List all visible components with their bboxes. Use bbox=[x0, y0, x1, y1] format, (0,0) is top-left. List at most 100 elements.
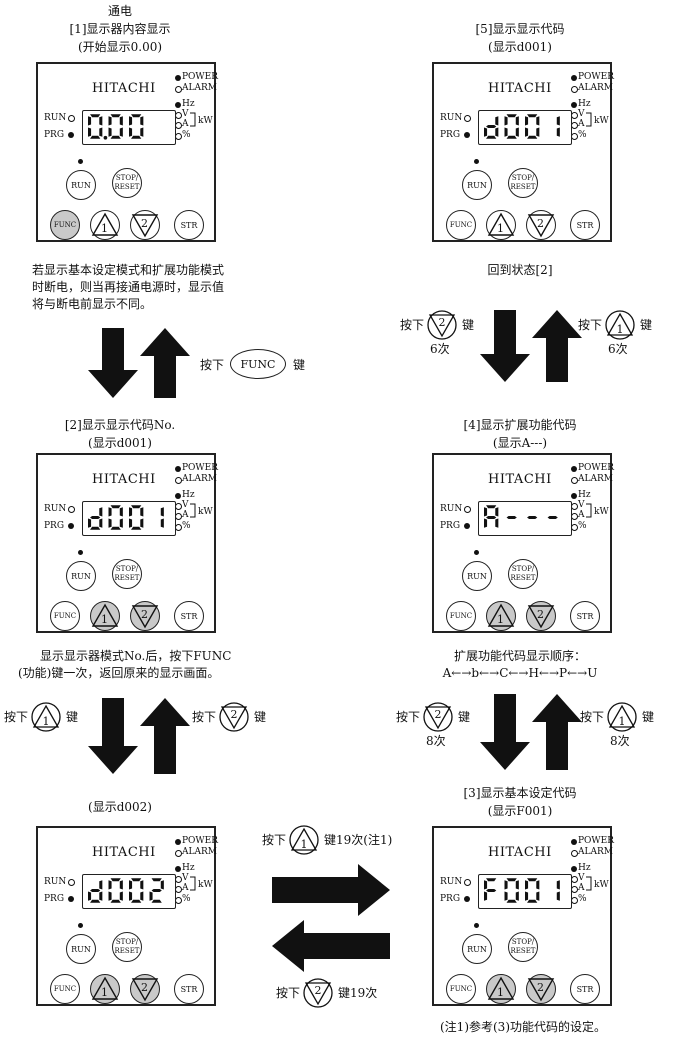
hint-press-func-key: 键 bbox=[293, 358, 306, 372]
panel-state3-down-button[interactable]: 2 bbox=[526, 974, 556, 1004]
panel-state2-v-led bbox=[175, 503, 182, 510]
panel-state3-up-button[interactable]: 1 bbox=[486, 974, 516, 1004]
panel-state4-kw-label: kW bbox=[594, 507, 609, 517]
panel-d002-brand: HITACHI bbox=[92, 845, 156, 860]
panel-state1-pct-led bbox=[175, 133, 182, 140]
panel-state1-a-label: A bbox=[182, 119, 189, 129]
panel-d002-display bbox=[82, 874, 176, 909]
panel-state2-brand: HITACHI bbox=[92, 472, 156, 487]
title-state1-sub: (开始显示0.00) bbox=[77, 40, 163, 54]
panel-state1-v-led bbox=[175, 112, 182, 119]
panel-state1-hz-led bbox=[175, 102, 181, 108]
panel-state2-down-button[interactable]: 2 bbox=[130, 601, 160, 631]
panel-state3-kw-bracket bbox=[586, 876, 592, 891]
panel-state4-stop-reset-button[interactable]: STOP/RESET bbox=[508, 559, 538, 589]
panel-state2-hz-led bbox=[175, 493, 181, 499]
panel-state3-up-button-label: 1 bbox=[497, 986, 504, 999]
panel-d002-str-button[interactable]: STR bbox=[174, 974, 204, 1004]
panel-state2-run-button[interactable]: RUN bbox=[66, 561, 96, 591]
hint-up-19-press: 按下 bbox=[262, 833, 287, 847]
panel-state1-a-led bbox=[175, 122, 182, 129]
panel-state3-stop-reset-button[interactable]: STOP/RESET bbox=[508, 932, 538, 962]
panel-d002-a-led bbox=[175, 886, 182, 893]
panel-state5-v-led bbox=[571, 112, 578, 119]
hint-up-19-key: 键19次(注1) bbox=[324, 833, 393, 847]
panel-state1-alarm-led bbox=[175, 86, 182, 93]
panel-state3-prg-label: PRG bbox=[440, 894, 461, 904]
panel-state4-up-button[interactable]: 1 bbox=[486, 601, 516, 631]
panel-state5-up-button[interactable]: 1 bbox=[486, 210, 516, 240]
panel-state2-stop-reset-button[interactable]: STOP/RESET bbox=[112, 559, 142, 589]
panel-state5-func-button[interactable]: FUNC bbox=[446, 210, 476, 240]
panel-state1-up-button[interactable]: 1 bbox=[90, 210, 120, 240]
panel-state4-str-button[interactable]: STR bbox=[570, 601, 600, 631]
panel-state3-str-button[interactable]: STR bbox=[570, 974, 600, 1004]
panel-state1-power-label: POWER bbox=[182, 72, 219, 82]
panel-state1-func-button[interactable]: FUNC bbox=[50, 210, 80, 240]
panel-state3-prg-led bbox=[464, 896, 470, 902]
panel-d002-down-button[interactable]: 2 bbox=[130, 974, 160, 1004]
panel-state5-kw-bracket bbox=[586, 112, 592, 127]
panel-state2-str-button[interactable]: STR bbox=[174, 601, 204, 631]
panel-state4-a-label: A bbox=[578, 510, 585, 520]
hint-up-8-times: 8次 bbox=[610, 734, 630, 748]
panel-state2-kw-label: kW bbox=[198, 507, 213, 517]
panel-state5-alarm-label: ALARM bbox=[578, 83, 613, 93]
panel-state4-brand: HITACHI bbox=[488, 472, 552, 487]
hint-up-8-key: 键 bbox=[642, 710, 655, 724]
panel-state3-func-button[interactable]: FUNC bbox=[446, 974, 476, 1004]
hint-up-6-icon: 1 bbox=[605, 310, 635, 340]
panel-state2-prg-led bbox=[68, 523, 74, 529]
panel-state1-stop-reset-button[interactable]: STOP/RESET bbox=[112, 168, 142, 198]
panel-state4-hz-label: Hz bbox=[578, 490, 591, 500]
panel-state3-a-label: A bbox=[578, 883, 585, 893]
panel-state3-hz-led bbox=[571, 866, 577, 872]
panel-state3-v-led bbox=[571, 876, 578, 883]
panel-state2-func-button[interactable]: FUNC bbox=[50, 601, 80, 631]
hint-up-state2-key: 键 bbox=[66, 710, 79, 724]
panel-state1-run-button[interactable]: RUN bbox=[66, 170, 96, 200]
panel-state5-run-button[interactable]: RUN bbox=[462, 170, 492, 200]
panel-state4-display bbox=[478, 501, 572, 536]
arrow-up-3to4 bbox=[532, 694, 582, 770]
panel-state1-down-button[interactable]: 2 bbox=[130, 210, 160, 240]
panel-state4-run-button[interactable]: RUN bbox=[462, 561, 492, 591]
panel-state1-down-button-label: 2 bbox=[141, 217, 148, 230]
panel-state4-func-button[interactable]: FUNC bbox=[446, 601, 476, 631]
hint-down-6-icon: 2 bbox=[427, 310, 457, 340]
title-state5: [5]显示显示代码 bbox=[475, 22, 565, 36]
panel-state5-down-button[interactable]: 2 bbox=[526, 210, 556, 240]
panel-state4-down-button[interactable]: 2 bbox=[526, 601, 556, 631]
panel-d002-up-button-label: 1 bbox=[101, 986, 108, 999]
hint-down-6-key: 键 bbox=[462, 318, 475, 332]
panel-state2-up-button[interactable]: 1 bbox=[90, 601, 120, 631]
panel-d002-run-button[interactable]: RUN bbox=[66, 934, 96, 964]
panel-state4-v-label: V bbox=[578, 500, 585, 510]
panel-state3-power-label: POWER bbox=[578, 836, 615, 846]
panel-state4-hz-led bbox=[571, 493, 577, 499]
panel-state1-str-button[interactable]: STR bbox=[174, 210, 204, 240]
panel-state3-run-led bbox=[464, 879, 471, 886]
panel-state4-run-label: RUN bbox=[440, 504, 463, 514]
panel-d002-up-button[interactable]: 1 bbox=[90, 974, 120, 1004]
arrow-up-d002to2 bbox=[140, 698, 190, 774]
panel-state4-power-led bbox=[571, 466, 577, 472]
panel-state4-pct-led bbox=[571, 524, 578, 531]
panel-state3-run-button[interactable]: RUN bbox=[462, 934, 492, 964]
panel-state5-str-button[interactable]: STR bbox=[570, 210, 600, 240]
panel-state3-power-led bbox=[571, 839, 577, 845]
panel-state4-prg-label: PRG bbox=[440, 521, 461, 531]
panel-state5-run-label: RUN bbox=[440, 113, 463, 123]
panel-state3-run-btn-led bbox=[474, 923, 479, 928]
panel-state5-power-label: POWER bbox=[578, 72, 615, 82]
panel-state2-power-led bbox=[175, 466, 181, 472]
panel-state5-power-led bbox=[571, 75, 577, 81]
panel-state5-stop-reset-button[interactable]: STOP/RESET bbox=[508, 168, 538, 198]
panel-d002-stop-reset-button[interactable]: STOP/RESET bbox=[112, 932, 142, 962]
panel-state3-run-label: RUN bbox=[440, 877, 463, 887]
panel-d002-func-button[interactable]: FUNC bbox=[50, 974, 80, 1004]
hint-down-8-icon: 2 bbox=[423, 702, 453, 732]
hint-down-8-press: 按下 bbox=[396, 710, 421, 724]
panel-state3-display bbox=[478, 874, 572, 909]
panel-state2-run-btn-led bbox=[78, 550, 83, 555]
